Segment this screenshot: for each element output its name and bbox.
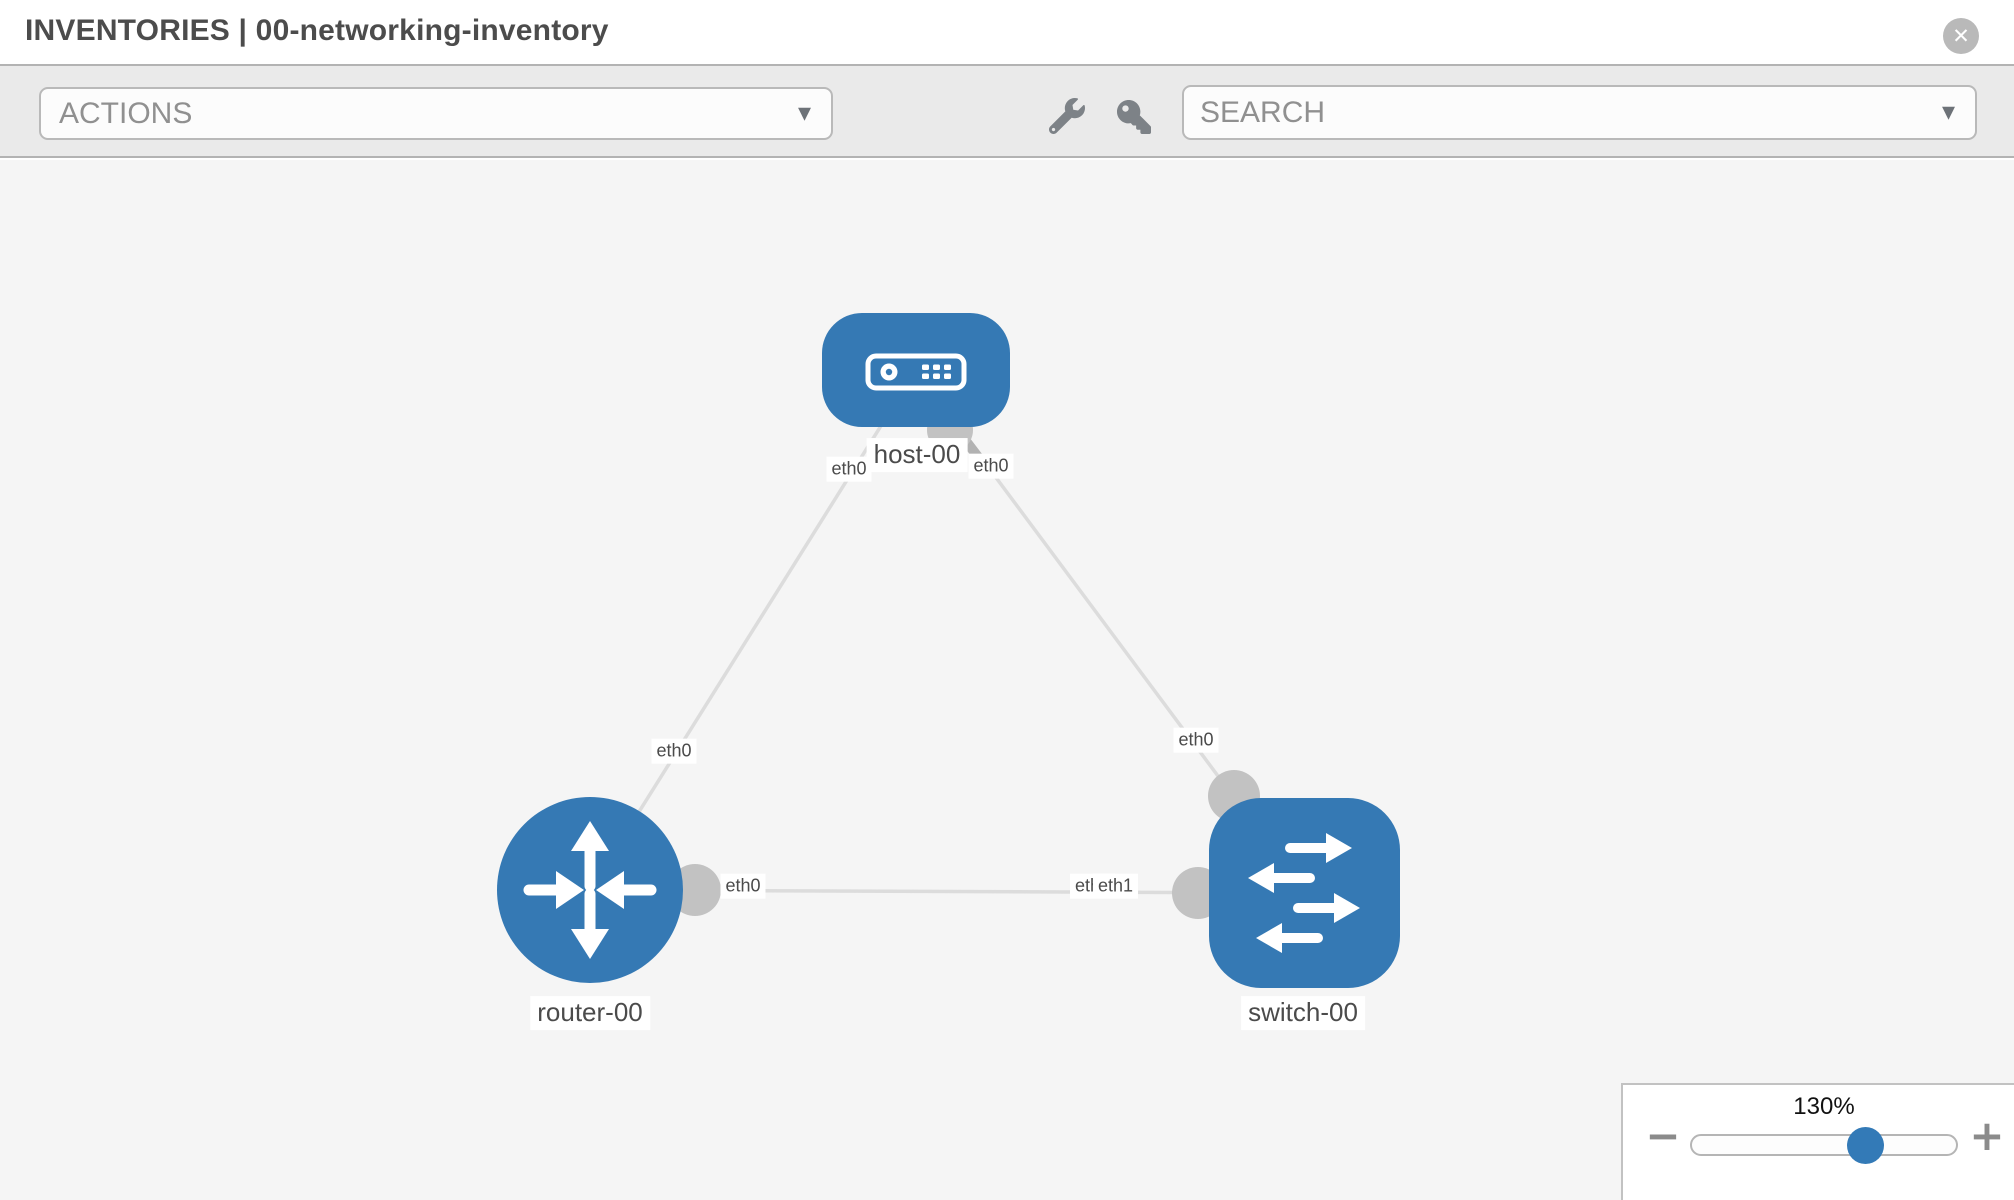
node-label-host: host-00: [866, 438, 968, 472]
zoom-in-button[interactable]: +: [1969, 1111, 2005, 1160]
key-icon: [1117, 100, 1151, 134]
node-label-router: router-00: [530, 996, 650, 1030]
configure-button[interactable]: [1048, 98, 1085, 135]
interface-label: eth0: [968, 453, 1014, 479]
wrench-icon: [1048, 98, 1085, 135]
zoom-slider-handle[interactable]: [1847, 1127, 1884, 1164]
zoom-slider-track[interactable]: [1690, 1134, 1958, 1156]
chevron-down-icon: ▾: [1941, 96, 1955, 127]
host-device-icon: [865, 353, 967, 391]
interface-label: eth0: [1173, 727, 1219, 753]
node-router[interactable]: [497, 797, 683, 983]
router-arrows-icon: [523, 821, 657, 959]
node-label-switch: switch-00: [1241, 996, 1365, 1030]
interface-label: eth1: [1093, 873, 1139, 899]
page-title: INVENTORIES | 00-networking-inventory: [25, 14, 609, 47]
actions-dropdown-label: ACTIONS: [59, 96, 193, 130]
interface-label: eth0: [720, 873, 766, 899]
close-icon: ✕: [1952, 24, 1970, 48]
search-placeholder: SEARCH: [1200, 95, 1326, 129]
close-button[interactable]: ✕: [1943, 18, 1979, 54]
actions-dropdown[interactable]: ACTIONS ▾: [39, 87, 833, 140]
zoom-out-button[interactable]: −: [1645, 1111, 1681, 1160]
zoom-control-panel: 130% − +: [1621, 1083, 2014, 1200]
chevron-down-icon: ▾: [797, 97, 811, 128]
node-switch[interactable]: [1209, 798, 1400, 988]
interface-label: eth0: [651, 738, 697, 764]
header: INVENTORIES | 00-networking-inventory ✕: [0, 0, 2014, 64]
interface-label: eth0: [826, 456, 872, 482]
zoom-level-label: 130%: [1793, 1093, 1855, 1120]
search-dropdown[interactable]: SEARCH ▾: [1182, 85, 1977, 140]
node-host[interactable]: [822, 313, 1010, 427]
topology-canvas[interactable]: [0, 160, 2014, 1200]
credentials-button[interactable]: [1117, 100, 1153, 136]
toolbar: ACTIONS ▾ SEARCH ▾: [0, 64, 2014, 158]
switch-arrows-icon: [1248, 833, 1360, 953]
